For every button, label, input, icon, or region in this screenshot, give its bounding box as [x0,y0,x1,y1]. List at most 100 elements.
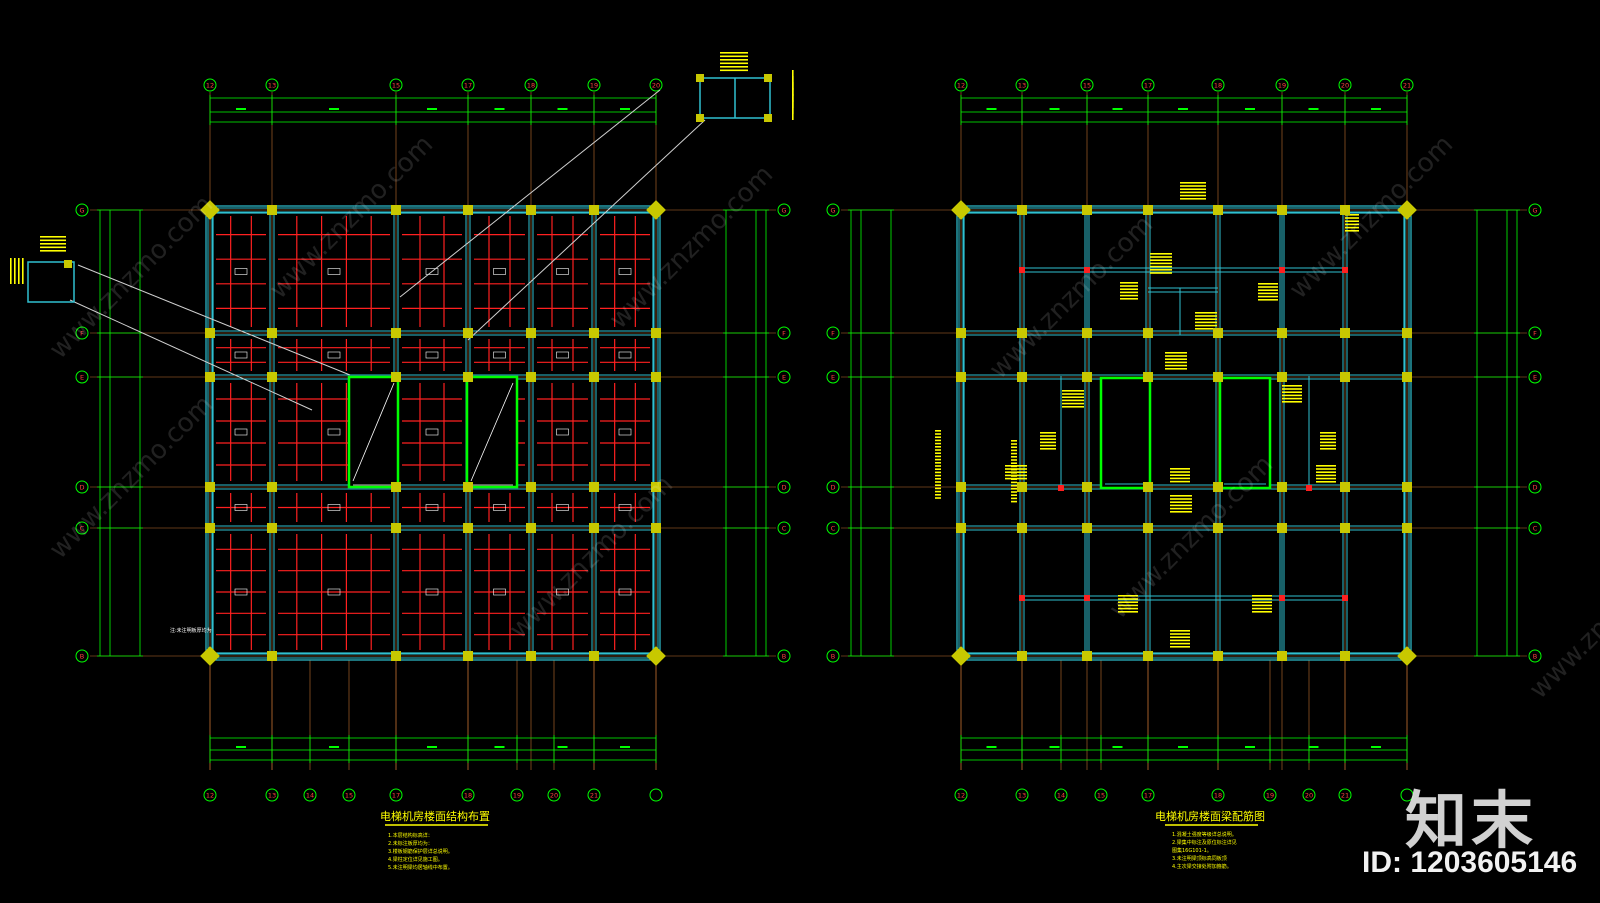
slab-label-box [234,351,248,359]
beam-annotation-line [1170,507,1192,510]
axis-bubble-top [649,78,663,92]
axis-bubble-top-label: 17 [1144,82,1152,90]
corner-column [1397,646,1417,666]
column [589,482,599,492]
axis-bubble-top-label: 13 [268,82,276,90]
beam-annotation-line [1011,491,1017,493]
column [1017,372,1027,382]
axis-bubble-right [1528,370,1542,384]
beam-annotation-line [1062,406,1084,408]
beam-annotation-line [935,497,941,499]
axis-bubble-top-label: 19 [590,82,598,90]
beam-annotation-line [1011,494,1017,496]
beam-annotation-line [1062,402,1084,405]
beam-annotation-line [1150,269,1172,271]
beam-annotation-line [1011,472,1017,474]
slab-label-box [618,504,632,511]
axis-bubble-top [587,78,601,92]
beam-annotation-line [935,449,941,451]
axis-bubble-left [826,480,840,494]
building-outline [963,212,1405,654]
beam-junction-marker [1019,595,1025,601]
left-side-note: 注:未注明板厚均为 [170,627,212,634]
axis-bubble-left-label: F [80,330,84,338]
axis-bubble-bottom-label: 21 [590,792,598,800]
beam-annotation-line [1170,646,1190,648]
detail-annotation [720,62,748,65]
axis-bubble-top [265,78,279,92]
axis-bubble-left [826,326,840,340]
beam-annotation-line [1118,598,1138,600]
beam-annotation-line [1180,188,1206,190]
building-outline [212,212,654,654]
dimension-text-mark [1371,108,1381,110]
left-note-4: 4.梁柱定位详见施工图。 [388,856,443,863]
beam-annotation-line [1011,484,1017,487]
column [1213,651,1223,661]
beam-annotation-line [935,455,941,458]
axis-bubble-left-label: D [830,484,835,492]
beam-annotation-line [1011,488,1017,490]
dimension-text-mark [557,108,568,110]
beam-annotation-line [1316,471,1336,473]
axis-bubble-bottom [1263,788,1277,802]
beam-annotation-line [1195,324,1217,327]
elevator-shaft [1218,376,1272,490]
dimension-text-mark [1049,746,1060,748]
beam-annotation-line [1165,355,1187,357]
dimension-text-mark [1371,746,1381,748]
beam-annotation-line [1316,481,1336,483]
beam-annotation-line [1011,449,1017,452]
slab-label-box [327,588,341,596]
column [1017,482,1027,492]
beam-annotation-line [1165,361,1187,364]
beam-annotation-line [935,442,941,445]
detail-annotation [18,258,20,284]
beam-annotation-line [1165,352,1187,354]
column [267,482,277,492]
beam-annotation-line [1170,642,1190,645]
axis-bubble-bottom-label: 13 [1018,792,1026,800]
beam-annotation-line [1165,358,1187,360]
axis-bubble-bottom [1400,788,1414,802]
right-plan-title: 电梯机房楼面梁配筋图 [1155,809,1265,823]
beam-annotation-line [935,481,941,483]
beam-annotation-line [1316,474,1336,477]
shaft-diagonal [352,382,395,482]
axis-bubble-left-label: E [80,374,84,382]
axis-bubble-left-label: B [80,653,84,661]
axis-bubble-left-label: D [79,484,84,492]
beam-annotation-line [935,430,941,432]
beam-annotation-line [935,484,941,486]
column [589,523,599,533]
column [205,372,215,382]
beam-annotation-line [935,490,941,493]
axis-bubble-right [777,649,791,663]
beam-annotation-line [1118,595,1138,597]
axis-bubble-left [75,521,89,535]
slab-label-box [425,351,439,359]
beam-annotation-line [1320,448,1336,450]
column [526,205,536,215]
axis-bubble-left [75,203,89,217]
column [267,523,277,533]
detail-annotation [720,59,748,61]
beam-annotation-line [1062,390,1084,392]
beam-annotation-line [1170,639,1190,642]
right-notes: 1.混凝土强度等级详总说明。 2.梁集中标注及原位标注详见 图集16G101-1… [1172,831,1237,870]
slab-label-box [493,268,506,275]
beam-annotation-line [1195,328,1217,330]
beam-annotation-line [935,471,941,474]
leader-line [467,119,706,341]
beam-annotation-line [1170,504,1192,507]
dimension-text-mark [1308,746,1319,748]
dimension-text-mark [1178,108,1188,110]
axis-bubble-top-label: 18 [527,82,535,90]
slab-label-box [618,351,632,359]
column [391,372,401,382]
beam-annotation-line [1120,298,1138,300]
axis-bubble-bottom [954,788,968,802]
dimension-text-mark [1112,746,1123,748]
beam-annotation-line [1170,468,1190,470]
axis-bubble-right [1528,203,1542,217]
